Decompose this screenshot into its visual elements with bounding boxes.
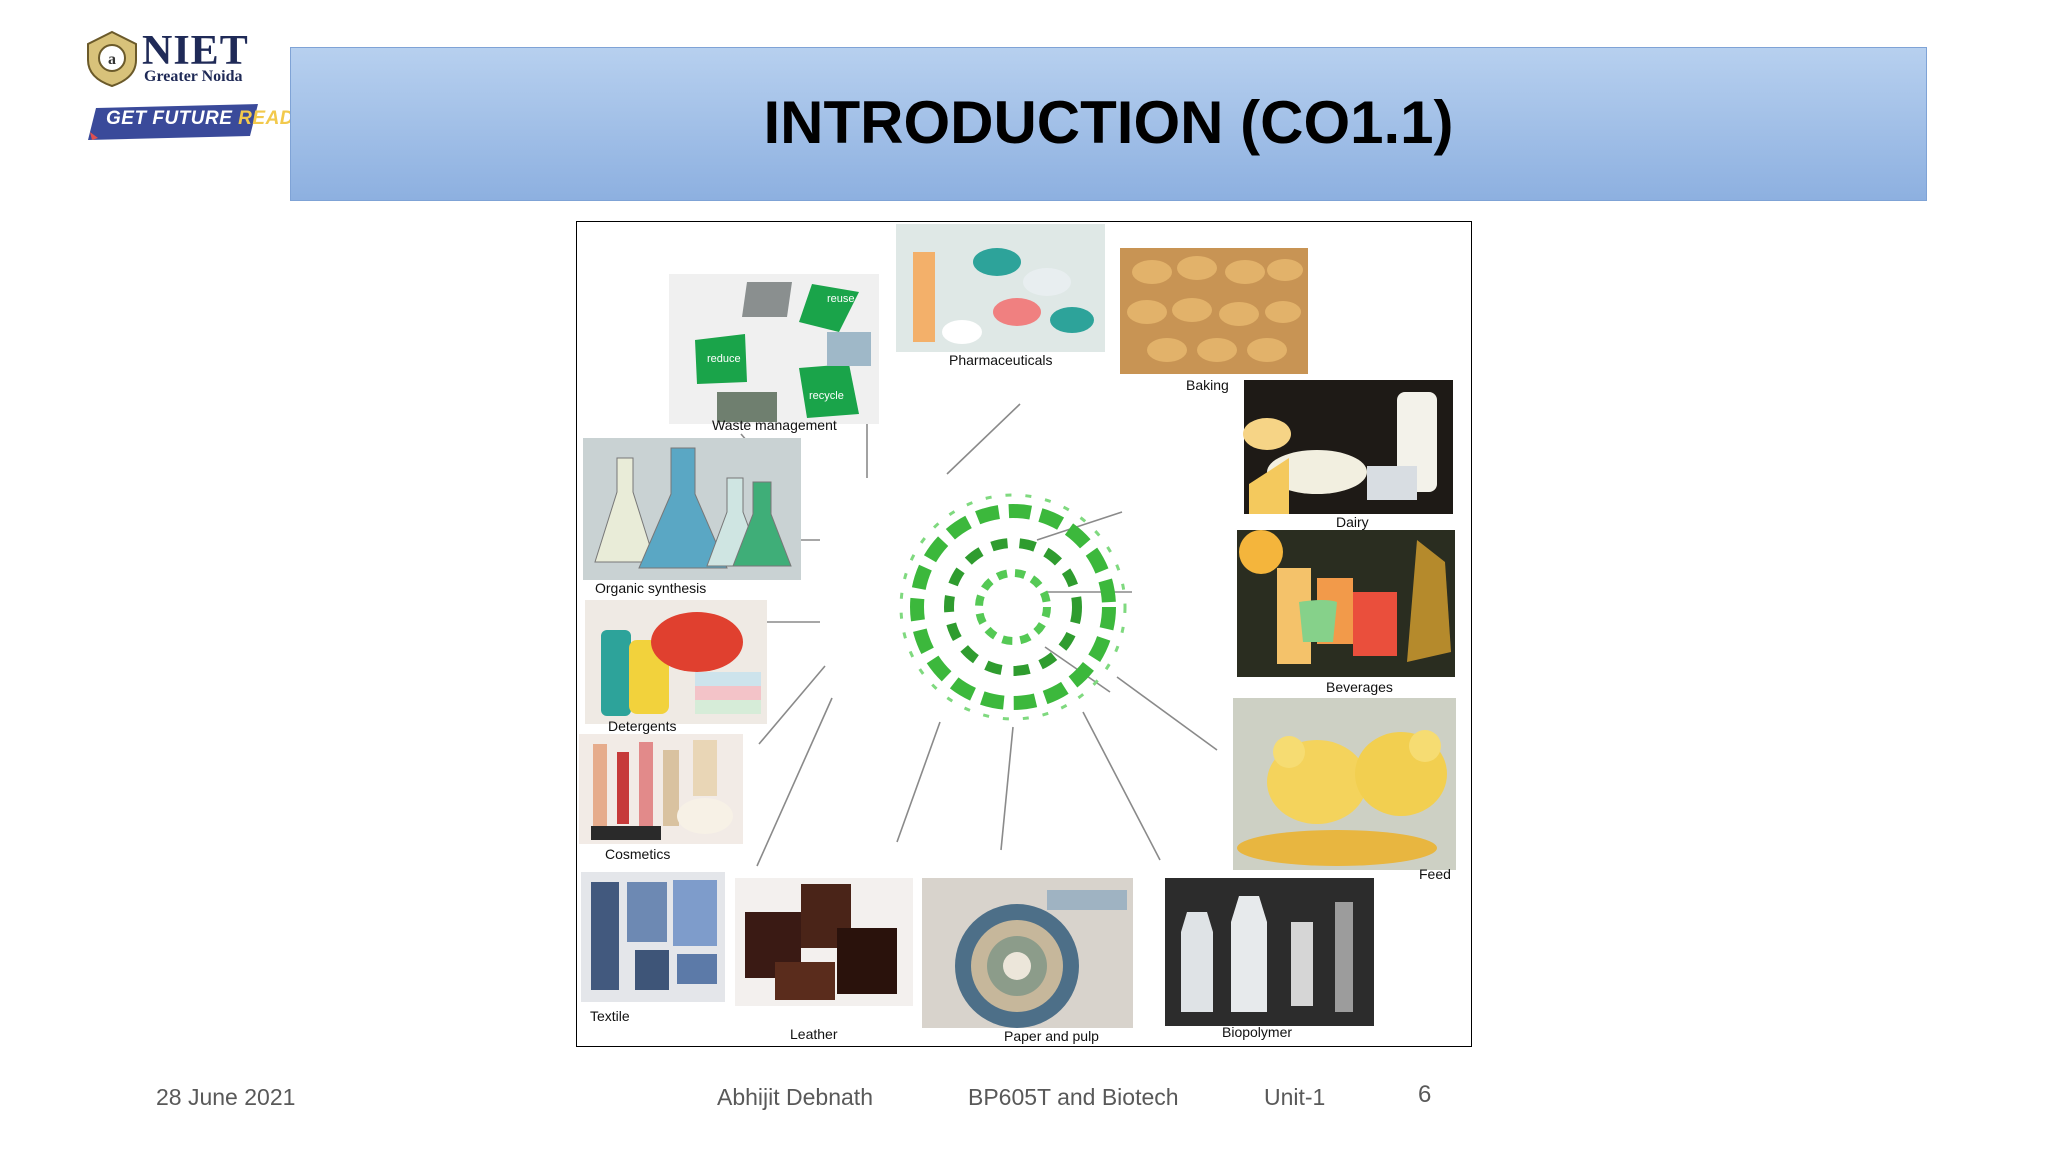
organic-synthesis-image: [583, 438, 801, 580]
caption-dairy: Dairy: [1336, 514, 1369, 530]
tagline: GET FUTURE READY: [106, 108, 307, 130]
footer-date: 28 June 2021: [156, 1084, 296, 1110]
recycle-label-reuse: reuse: [827, 293, 855, 305]
footer-course: BP605T and Biotech: [968, 1084, 1179, 1110]
pharmaceuticals-image: [896, 224, 1105, 352]
logo-city: Greater Noida: [144, 68, 243, 85]
biopolymer-image: [1165, 878, 1374, 1026]
detergents-image: [585, 600, 767, 724]
caption-paper-and-pulp: Paper and pulp: [1004, 1028, 1099, 1044]
logo-name: NIET: [142, 28, 249, 74]
title-bar: INTRODUCTION (CO1.1): [290, 47, 1927, 201]
tagline-badge: [88, 104, 258, 140]
crest-icon: a: [87, 30, 137, 88]
caption-detergents: Detergents: [608, 718, 677, 734]
caption-beverages: Beverages: [1326, 679, 1393, 695]
beverages-image: [1237, 530, 1455, 677]
caption-feed: Feed: [1419, 866, 1451, 882]
svg-text:a: a: [108, 51, 116, 68]
figure-artwork: reuse reduce recycle: [579, 224, 1456, 1028]
footer-unit: Unit-1: [1264, 1084, 1326, 1110]
caption-textile: Textile: [590, 1008, 630, 1024]
caption-pharmaceuticals: Pharmaceuticals: [949, 352, 1053, 368]
page-number: 6: [1418, 1081, 1432, 1108]
textile-image: [581, 872, 725, 1002]
tagline-part1: GET FUTURE: [106, 108, 233, 129]
caption-cosmetics: Cosmetics: [605, 846, 671, 862]
dairy-image: [1243, 380, 1453, 514]
cosmetics-image: [579, 734, 743, 844]
niet-logo: a NIET Greater Noida GET FUTURE READY: [84, 28, 307, 148]
recycle-label-reduce: reduce: [707, 353, 741, 365]
feed-image: [1233, 698, 1456, 870]
caption-baking: Baking: [1186, 377, 1229, 393]
baking-image: [1120, 248, 1308, 374]
caption-organic-synthesis: Organic synthesis: [595, 580, 707, 596]
caption-waste-management: Waste management: [712, 417, 837, 433]
caption-leather: Leather: [790, 1026, 838, 1042]
leather-image: [735, 878, 913, 1006]
connector-lines: [740, 397, 1218, 867]
footer-author: Abhijit Debnath: [717, 1084, 873, 1110]
caption-biopolymer: Biopolymer: [1222, 1024, 1293, 1040]
slide-title: INTRODUCTION (CO1.1): [763, 89, 1454, 156]
waste-management-image: reuse reduce recycle: [669, 274, 879, 424]
tagline-part2: READY: [238, 108, 308, 129]
enzyme-structure-icon: [899, 493, 1127, 721]
recycle-label-recycle: recycle: [809, 390, 844, 402]
enzyme-applications-figure: reuse reduce recycle: [576, 221, 1472, 1047]
paper-and-pulp-image: [922, 878, 1133, 1028]
